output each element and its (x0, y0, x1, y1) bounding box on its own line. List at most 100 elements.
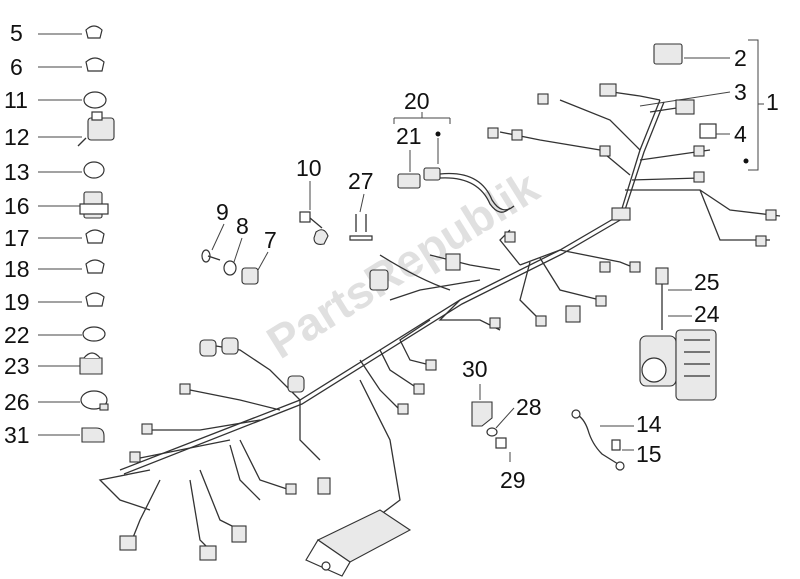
callout-20: 20 (404, 88, 430, 114)
part-4 (699, 123, 717, 139)
throttle-body-group: 25 24 (639, 267, 720, 401)
callout-14: 14 (636, 411, 662, 437)
callout-26: 26 (4, 389, 30, 415)
connector (287, 375, 305, 393)
watermark: PartsRepublik (258, 160, 548, 368)
dot-marker-2 (743, 158, 749, 164)
band-part-13 (83, 161, 105, 179)
connector (565, 305, 581, 323)
band-part-22 (82, 326, 106, 342)
screws-part-27 (349, 214, 373, 241)
connector (537, 93, 549, 105)
ground-lead-group: 14 15 (571, 409, 662, 471)
connector (693, 145, 705, 157)
clip-part-23 (79, 352, 103, 375)
connector (317, 477, 331, 495)
band-part-11 (83, 91, 107, 109)
relay-part-12 (77, 111, 115, 147)
connector (599, 145, 611, 157)
connector (285, 483, 297, 495)
callout-3: 3 (734, 79, 747, 105)
clamp-part-17 (85, 229, 105, 244)
callout-2: 2 (734, 45, 747, 71)
bolt-part-10 (299, 211, 329, 245)
screw-part-9 (201, 249, 221, 263)
connector (675, 99, 695, 115)
connector (487, 127, 499, 139)
connector (199, 339, 217, 357)
connector (693, 171, 705, 183)
callout-6: 6 (10, 54, 23, 80)
washer-part-28 (486, 427, 498, 437)
bracket-group: 30 28 29 (462, 356, 542, 493)
connector (599, 83, 617, 97)
callout-5: 5 (10, 20, 23, 46)
washer-part-8 (223, 260, 237, 276)
bolt-part-29 (495, 437, 507, 449)
fastener-parts: 9 8 7 10 27 (201, 155, 374, 285)
callout-9: 9 (216, 199, 229, 225)
callout-28: 28 (516, 394, 542, 420)
connector (179, 383, 191, 395)
connector (199, 545, 217, 561)
connector (489, 317, 501, 329)
connector (511, 129, 523, 141)
callout-23: 23 (4, 353, 30, 379)
callout-27: 27 (348, 168, 374, 194)
connector (611, 207, 631, 221)
clamp-part-18 (85, 259, 105, 274)
connector (369, 269, 389, 291)
callout-8: 8 (236, 213, 249, 239)
connector (413, 383, 425, 395)
connector (425, 359, 437, 371)
callout-18: 18 (4, 256, 30, 282)
callout-16: 16 (4, 193, 30, 219)
connector (765, 209, 777, 221)
connector (221, 337, 239, 355)
connector (595, 295, 607, 307)
callout-15: 15 (636, 441, 662, 467)
clamp-part-26 (80, 390, 109, 411)
dot-marker (435, 131, 441, 137)
control-unit (305, 509, 412, 577)
left-parts-column: 5 6 11 12 13 16 17 18 (4, 20, 115, 448)
callout-21: 21 (396, 123, 422, 149)
callout-30: 30 (462, 356, 488, 382)
connector (629, 261, 641, 273)
connector (445, 253, 461, 271)
upper-right-group: 2 3 4 1 (639, 39, 779, 171)
callout-1: 1 (766, 89, 779, 115)
clip-part-31 (81, 427, 105, 443)
grommet-part-7 (241, 267, 259, 285)
callout-29: 29 (500, 467, 526, 493)
connector (141, 423, 153, 435)
callout-10: 10 (296, 155, 322, 181)
connector (129, 451, 141, 463)
clamp-part-5 (85, 25, 103, 39)
callout-12: 12 (4, 124, 30, 150)
clamp-part-6 (85, 57, 105, 72)
callout-31: 31 (4, 422, 30, 448)
connector (231, 525, 247, 543)
connector (599, 261, 611, 273)
callout-25: 25 (694, 269, 720, 295)
holder-part-16 (79, 191, 109, 219)
connector (504, 231, 516, 243)
callout-24: 24 (694, 301, 720, 327)
callout-13: 13 (4, 159, 30, 185)
callout-4: 4 (734, 121, 747, 147)
clamp-part-19 (85, 292, 105, 307)
connector (397, 403, 409, 415)
connector-group-20: 20 21 (393, 88, 515, 213)
callout-19: 19 (4, 289, 30, 315)
bracket-part-30 (471, 401, 493, 427)
connector (119, 535, 137, 551)
connector (535, 315, 547, 327)
connector (755, 235, 767, 247)
sensor-lead-21 (397, 167, 515, 213)
connector-25 (655, 267, 669, 285)
relay-part-2 (653, 43, 683, 65)
callout-11: 11 (4, 87, 28, 113)
main-harness (98, 83, 781, 577)
